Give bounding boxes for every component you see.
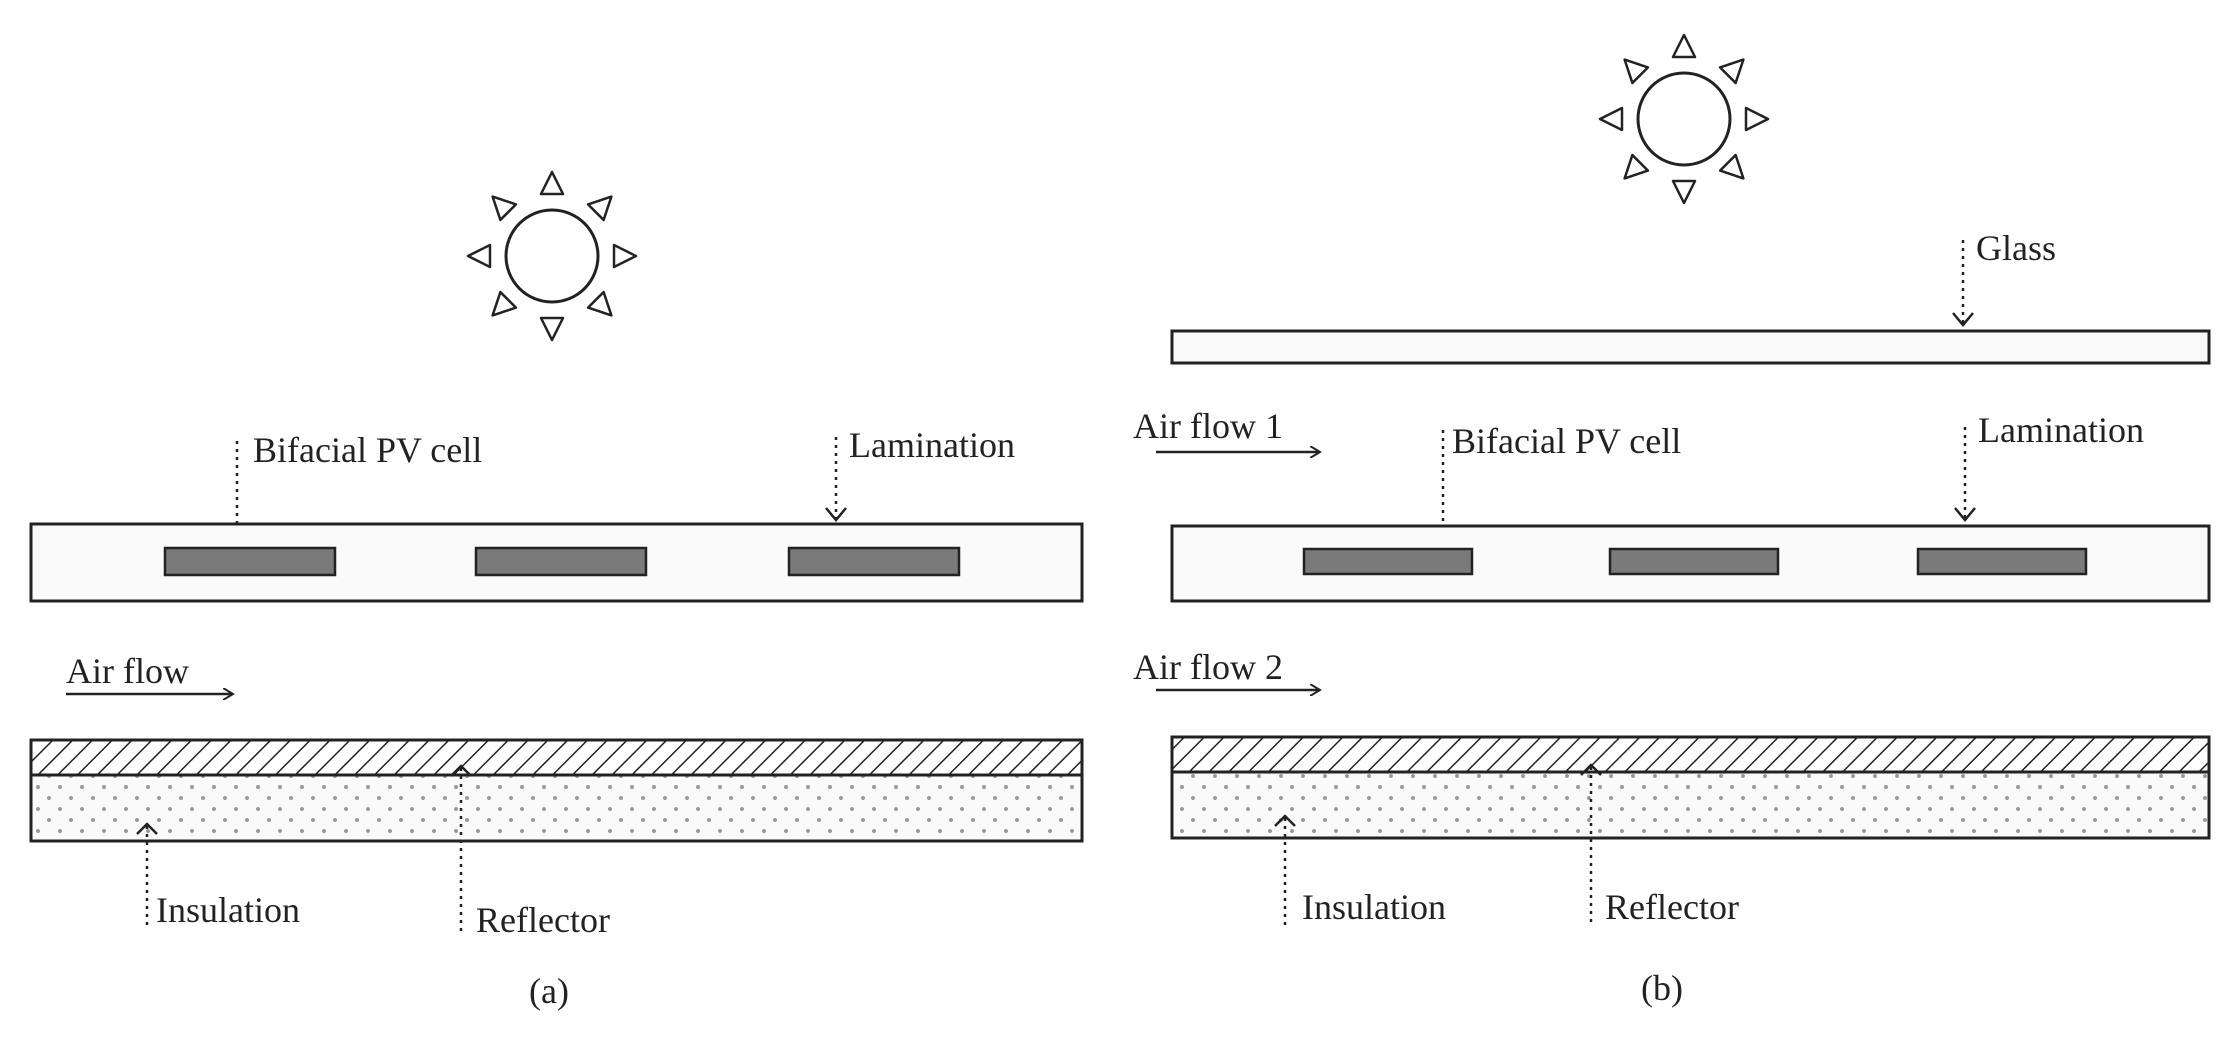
panel-a-caption: (a) — [529, 971, 569, 1011]
bifacial-pv-cell-label: Bifacial PV cell — [253, 430, 482, 470]
sun-icon — [466, 170, 638, 342]
glass-label: Glass — [1976, 228, 2056, 268]
panel-b: Glass Air flow 1 Bifacial PV cell Lamina… — [1133, 33, 2211, 1008]
pv-cell — [1302, 547, 1474, 576]
pv-cell — [163, 546, 337, 577]
reflector-layer — [1170, 735, 2211, 774]
panel-a: Bifacial PV cell Lamination Air flow Ins… — [29, 170, 1084, 1011]
pv-cell — [1608, 547, 1780, 576]
pv-cell — [1916, 547, 2088, 576]
reflector-label: Reflector — [1605, 887, 1739, 927]
reflector-label: Reflector — [476, 900, 610, 940]
reflector-layer — [29, 738, 1084, 777]
glass-cover — [1170, 329, 2211, 365]
insulation-label: Insulation — [1302, 887, 1446, 927]
pv-cell — [474, 546, 648, 577]
panel-b-caption: (b) — [1641, 968, 1683, 1008]
air-flow-2-label: Air flow 2 — [1133, 647, 1283, 687]
air-flow-label: Air flow — [66, 651, 189, 691]
sun-icon — [1598, 33, 1770, 205]
pv-cell — [787, 546, 961, 577]
air-flow-1-label: Air flow 1 — [1133, 406, 1283, 446]
insulation-label: Insulation — [156, 890, 300, 930]
bifacial-pv-cell-label: Bifacial PV cell — [1452, 421, 1681, 461]
lamination-label: Lamination — [1978, 410, 2144, 450]
lamination-label: Lamination — [849, 425, 1015, 465]
